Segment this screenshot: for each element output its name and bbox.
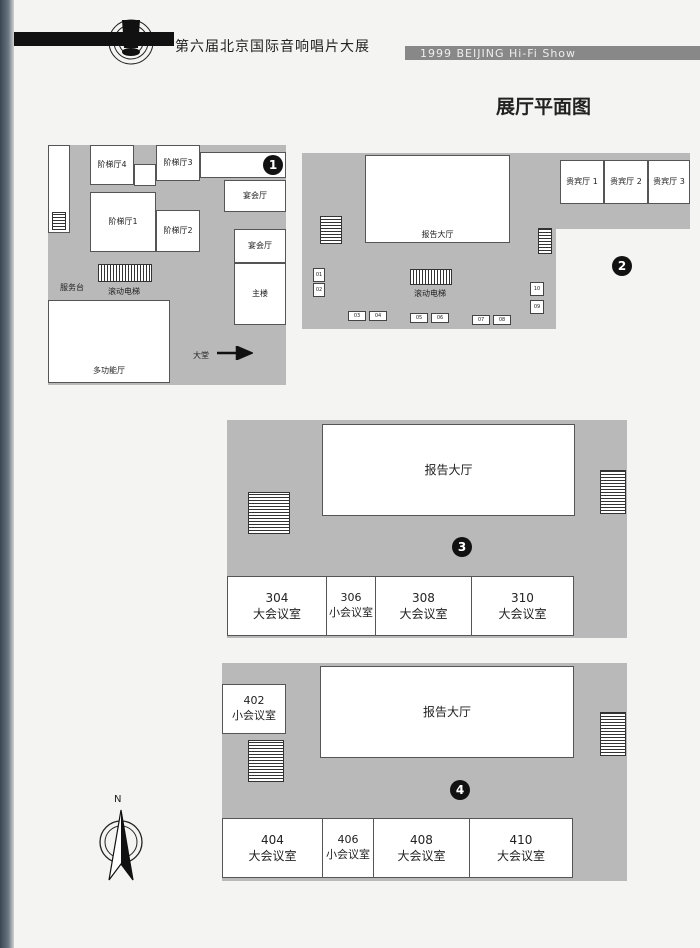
compass-north-label: N [114, 794, 122, 805]
floor-3-badge: 3 [452, 537, 472, 557]
room-vip-2[interactable]: 贵宾厅 2 [604, 160, 648, 204]
room-banquet-1[interactable]: 宴会厅 [224, 180, 286, 212]
floor-1-badge: 1 [263, 155, 283, 175]
escalator-icon [98, 264, 152, 282]
booth-08[interactable]: 08 [493, 315, 511, 325]
room-stepped-hall-1[interactable]: 阶梯厅1 [90, 192, 156, 252]
escalator-label-f2: 滚动电梯 [414, 289, 446, 298]
booth-03[interactable]: 03 [348, 311, 366, 321]
arrow-right-icon [217, 346, 253, 360]
booth-04[interactable]: 04 [369, 311, 387, 321]
header-subtitle-bar [405, 46, 700, 60]
room-report-hall-f4[interactable]: 报告大厅 [320, 666, 574, 758]
page-title: 展厅平面图 [496, 96, 592, 118]
booth-01[interactable]: 01 [313, 268, 325, 282]
booth-06[interactable]: 06 [431, 313, 449, 323]
booth-05[interactable]: 05 [410, 313, 428, 323]
floor-4-badge: 4 [450, 780, 470, 800]
room-report-hall-f2[interactable]: 报告大厅 [365, 155, 510, 243]
booth-10[interactable]: 10 [530, 282, 544, 296]
booth-09[interactable]: 09 [530, 300, 544, 314]
header-bar [14, 32, 174, 46]
header-title: 第六届北京国际音响唱片大展 [175, 39, 370, 55]
lobby-label: 大堂 [193, 351, 209, 360]
escalator-label: 滚动电梯 [108, 287, 140, 296]
service-desk-label: 服务台 [60, 283, 84, 292]
room-stepped-hall-2[interactable]: 阶梯厅2 [156, 210, 200, 252]
header-subtitle: 1999 BEIJING Hi-Fi Show [420, 47, 577, 60]
room-vip-1[interactable]: 贵宾厅 1 [560, 160, 604, 204]
room-main-building[interactable]: 主楼 [234, 263, 286, 325]
escalator-icon-f2 [410, 269, 452, 285]
room-report-hall-f3[interactable]: 报告大厅 [322, 424, 575, 516]
room-vip-3[interactable]: 贵宾厅 3 [648, 160, 690, 204]
room-banquet-2[interactable]: 宴会厅 [234, 229, 286, 263]
booth-02[interactable]: 02 [313, 283, 325, 297]
floor-2-badge: 2 [612, 256, 632, 276]
booth-07[interactable]: 07 [472, 315, 490, 325]
page-edge [0, 0, 14, 948]
room-stepped-hall-3[interactable]: 阶梯厅3 [156, 145, 200, 181]
room-stepped-hall-4[interactable]: 阶梯厅4 [90, 145, 134, 185]
room-multi-function-hall[interactable]: 多功能厅 [48, 300, 170, 383]
compass-icon [99, 809, 143, 881]
